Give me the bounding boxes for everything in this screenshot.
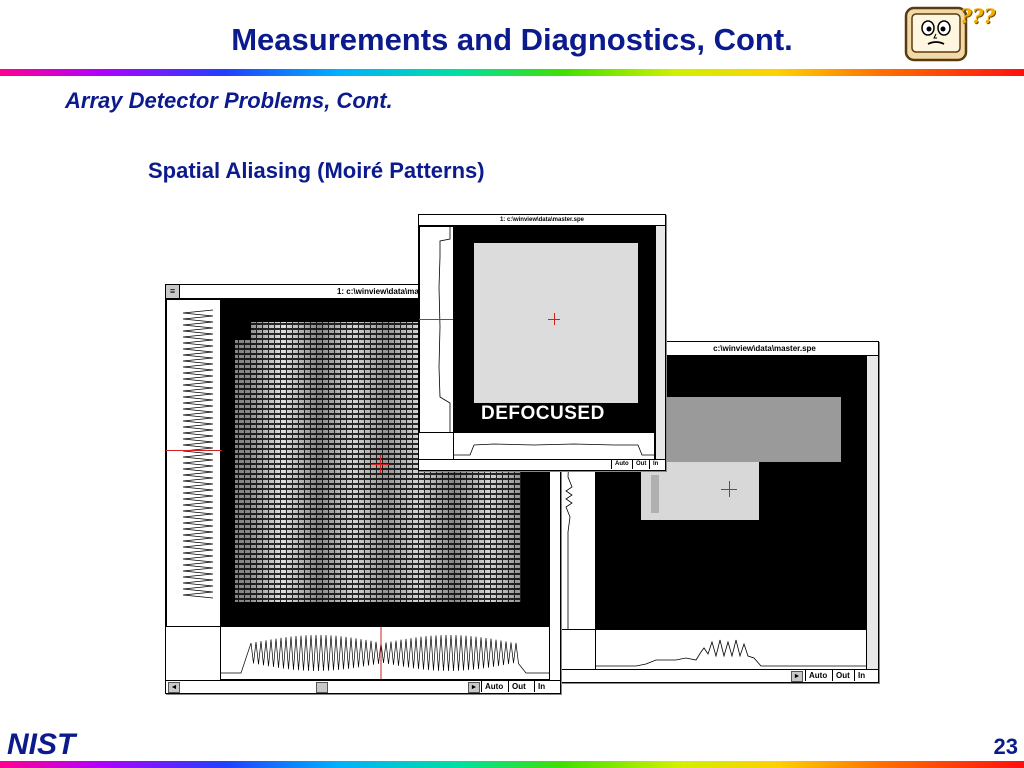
- main-window-scroll-thumb[interactable]: [316, 682, 328, 693]
- main-window-out-button[interactable]: Out: [508, 681, 529, 692]
- defocused-window-titlebar[interactable]: 1: c:\winview\data\master.spe: [419, 215, 665, 226]
- defocused-bright-square: [474, 243, 638, 403]
- main-window-scroll-left-arrow[interactable]: ◄: [168, 682, 180, 693]
- bottom-rainbow-divider: [0, 761, 1024, 768]
- defocused-label: DEFOCUSED: [481, 403, 605, 424]
- defocused-window-horizontal-profile: [453, 432, 655, 460]
- main-window-in-button[interactable]: In: [534, 681, 549, 692]
- main-window-title: 1: c:\winview\data\master.spe: [336, 287, 450, 296]
- slide-subtitle: Array Detector Problems, Cont.: [65, 88, 393, 113]
- main-window-horizontal-profile: [220, 626, 550, 680]
- right-window-horizontal-profile: [595, 629, 867, 671]
- right-window-title: c:\winview\data\master.spe: [713, 344, 816, 353]
- right-window-vertical-scrollbar[interactable]: [866, 356, 878, 669]
- defocused-window-statusbar: Auto Out In: [419, 459, 665, 470]
- mascot-question-marks: ???: [960, 4, 996, 28]
- main-crosshair-v: [380, 455, 381, 473]
- defocused-window-title: 1: c:\winview\data\master.spe: [499, 217, 585, 223]
- right-window-statusbar: ► Auto Out In: [561, 669, 878, 682]
- defocused-image-window[interactable]: 1: c:\winview\data\master.spe Auto Out I…: [418, 214, 666, 471]
- slide-title: Measurements and Diagnostics, Cont.: [231, 22, 793, 57]
- page-number: 23: [993, 734, 1018, 759]
- nist-logo: NIST: [7, 728, 119, 763]
- bright-square-region: [641, 462, 759, 520]
- defocused-window-auto-button[interactable]: Auto: [611, 460, 632, 469]
- main-window-statusbar: ◄ ► Auto Out In: [166, 680, 560, 693]
- defocused-window-vertical-profile: [419, 226, 454, 433]
- confused-computer-mascot-icon: ???: [900, 2, 1012, 66]
- defocused-window-image: [453, 226, 655, 433]
- main-window-scroll-right-arrow[interactable]: ►: [468, 682, 480, 693]
- main-window-auto-button[interactable]: Auto: [481, 681, 507, 692]
- right-window-out-button[interactable]: Out: [832, 670, 853, 681]
- bright-horizontal-band: [651, 397, 841, 462]
- right-window-auto-button[interactable]: Auto: [805, 670, 831, 681]
- section-heading: Spatial Aliasing (Moiré Patterns): [148, 158, 485, 183]
- defocused-window-vertical-scrollbar[interactable]: [655, 226, 665, 459]
- defocused-window-out-button[interactable]: Out: [632, 460, 650, 469]
- main-window-system-menu-icon[interactable]: ≡: [166, 285, 180, 298]
- main-window-vertical-profile: [166, 299, 221, 627]
- right-window-in-button[interactable]: In: [854, 670, 869, 681]
- right-window-scroll-right-arrow[interactable]: ►: [791, 671, 803, 682]
- svg-text:NIST: NIST: [7, 728, 78, 758]
- main-profile-marker-line: [166, 450, 222, 451]
- top-rainbow-divider: [0, 69, 1024, 76]
- defocused-window-in-button[interactable]: In: [649, 460, 662, 469]
- right-crosshair-v: [729, 481, 730, 497]
